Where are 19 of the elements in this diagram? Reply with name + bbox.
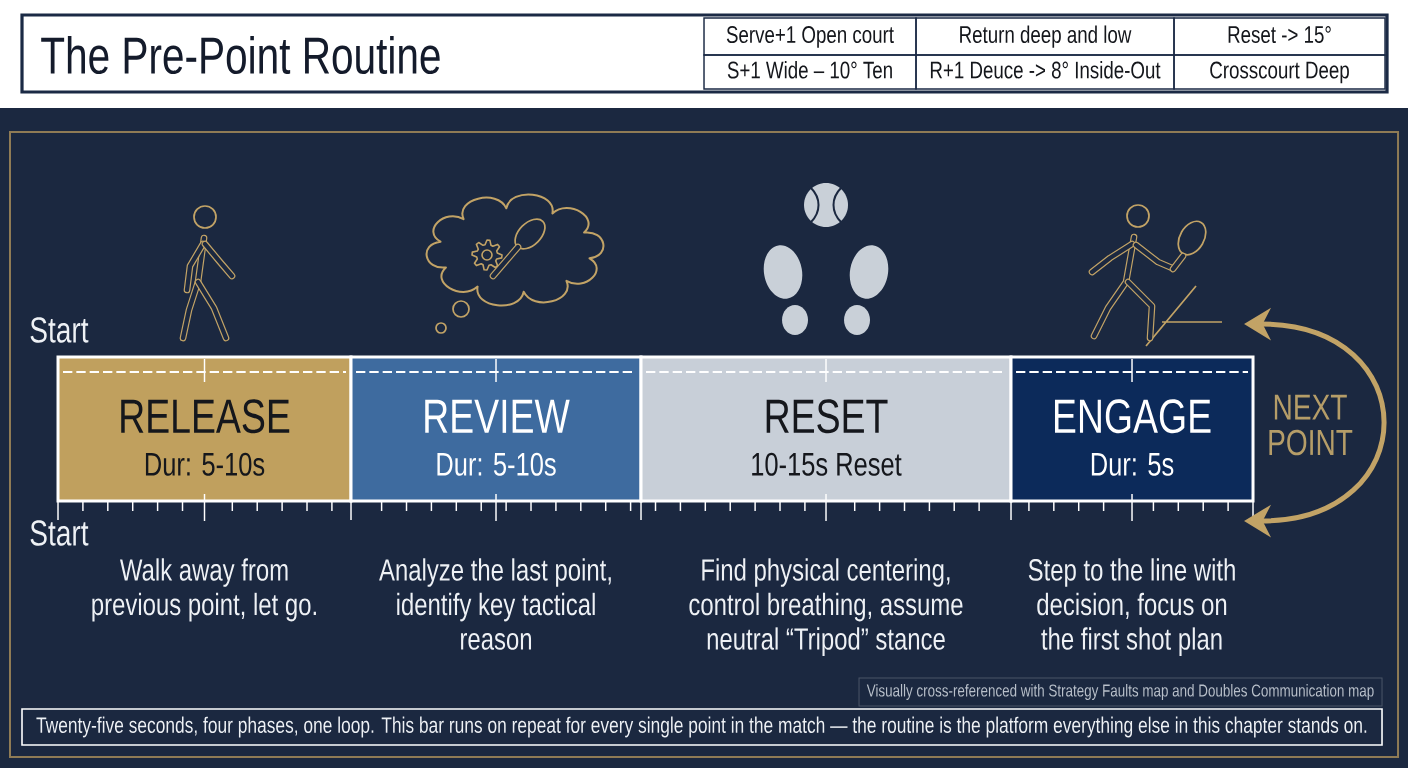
description: Walk away from previous point, let go. xyxy=(92,558,316,622)
phase-block: RELEASE Dur: 5-10s xyxy=(56,355,353,503)
start-label: Start xyxy=(30,317,89,343)
start-label: Start xyxy=(30,520,89,546)
description: Analyze the last point, identify key tactical reason xyxy=(379,558,611,650)
table-cell: Reset -> 15° xyxy=(1173,17,1386,56)
table-cell: S+1 Wide – 10° Ten xyxy=(703,54,917,90)
description: Find physical centering, control breathing, assume neutral “Tripod” stance xyxy=(689,558,963,656)
title: The Pre-Point Routine xyxy=(41,35,440,75)
table-cell: Return deep and low xyxy=(915,17,1175,56)
phase-block: RESET 10-15s Reset xyxy=(639,355,1013,503)
table-cell: Crosscourt Deep xyxy=(1173,54,1386,90)
phase-block: REVIEW Dur: 5-10s xyxy=(349,355,643,503)
description: Step to the line with decision, focus on the first shot plan xyxy=(1028,558,1235,656)
caption-box: Twenty-five seconds, four phases, one loop. This bar runs on repeat for every single point in the match — the routine is the platform everything else in this chapter stands on. xyxy=(21,708,1383,746)
table-cell: Serve+1 Open court xyxy=(703,17,917,56)
phase-block: ENGAGE Dur: 5s xyxy=(1009,355,1255,503)
note-box: Visually cross-referenced with Strategy Faults map and Doubles Communication map xyxy=(858,677,1383,707)
table-cell: R+1 Deuce -> 8° Inside-Out xyxy=(915,54,1175,90)
